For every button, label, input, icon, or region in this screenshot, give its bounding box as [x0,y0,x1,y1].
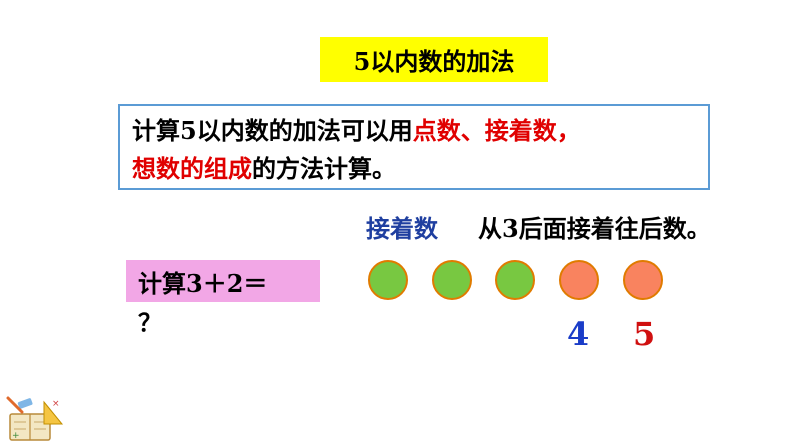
count-label-4: 4 [567,315,590,353]
counting-dot-green [495,260,535,300]
svg-text:+: + [12,431,20,441]
question-box: 计算3＋2＝ [126,260,320,302]
counting-dot-orange [623,260,663,300]
rule-text-part4: 的方法计算。 [252,154,396,183]
question-text: 计算3＋2＝ [138,268,268,298]
method-description: 从3后面接着往后数。 [478,214,711,243]
page-title: 5以内数的加法 [320,37,548,82]
method-label: 接着数 [366,214,438,243]
rule-text-emphasis-1: 点数、接着数， [412,116,581,145]
count-label-5: 5 [633,315,656,353]
rule-text-emphasis-2: 想数的组成 [132,154,252,183]
stationery-icon: + × [6,396,64,441]
counting-dot-orange [559,260,599,300]
rule-text-part1: 计算5以内数的加法可以用 [132,116,413,145]
counting-dot-green [432,260,472,300]
question-mark: ？ [138,308,162,337]
counting-dot-green [368,260,408,300]
svg-text:×: × [52,399,60,409]
rule-text-box: 计算5以内数的加法可以用点数、接着数， 想数的组成的方法计算。 [118,104,710,190]
